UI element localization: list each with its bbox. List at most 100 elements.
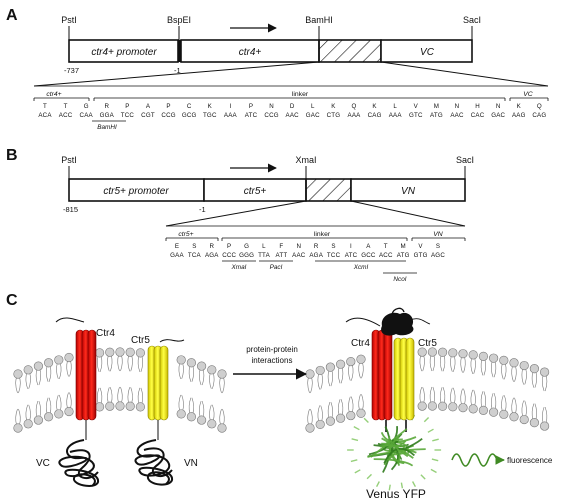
codon: GGA — [100, 112, 115, 119]
pos-minus1-a: -1 — [174, 66, 181, 75]
linker-box-a — [318, 39, 382, 63]
amino-acid: N — [269, 103, 274, 110]
vn-label: VN — [401, 186, 416, 197]
vc-box — [380, 39, 473, 63]
amino-acid: I — [229, 103, 231, 110]
codon: CCC — [222, 252, 236, 259]
amino-acid: P — [125, 103, 129, 110]
amino-acid: K — [208, 103, 213, 110]
ctr5-label-right: Ctr5 — [418, 338, 437, 349]
codon: TCC — [121, 112, 135, 119]
site-psti-a: PstI — [61, 15, 77, 25]
amino-acid: K — [331, 103, 336, 110]
codon: AAC — [292, 252, 306, 259]
amino-acid: S — [331, 243, 335, 250]
site-xmai: XmaI — [295, 155, 316, 165]
venus-yfp-complex — [347, 410, 442, 491]
amino-acid: A — [366, 243, 371, 250]
amino-acid: R — [209, 243, 214, 250]
sequence-a: TACATACCGCAARGGAPTCCACGTPCCGCGCGKTGCIAAA… — [38, 103, 546, 119]
amino-acid: F — [279, 243, 283, 250]
amino-acid: P — [166, 103, 170, 110]
vn-fragment — [134, 439, 173, 486]
codon: ACA — [38, 112, 52, 119]
codon: CAG — [532, 112, 546, 119]
venus-yfp-label: Venus YFP — [366, 487, 426, 501]
codon: ATG — [397, 252, 410, 259]
pos-815: -815 — [63, 205, 78, 214]
seq-b-label-ctr5: ctr5+ — [178, 231, 193, 238]
codon: CCG — [161, 112, 175, 119]
amino-acid: N — [296, 243, 301, 250]
amino-acid: T — [64, 103, 68, 110]
interaction-text-line1: protein-protein — [246, 345, 298, 354]
amino-acid: D — [290, 103, 295, 110]
amino-acid: R — [104, 103, 109, 110]
codon: ATC — [345, 252, 358, 259]
amino-acid: K — [517, 103, 522, 110]
codon: CCG — [264, 112, 278, 119]
amino-acid: N — [496, 103, 501, 110]
codon: ACC — [379, 252, 393, 259]
ctr5-protein-left — [147, 345, 169, 421]
membrane-left — [13, 347, 227, 433]
amino-acid: S — [192, 243, 196, 250]
ctr5-protein-right — [393, 337, 415, 421]
amino-acid: G — [84, 103, 89, 110]
sequence-b: EGAASTCARAGAPCCCGGGGLTTAFATTNAACRAGASTCC… — [170, 243, 445, 259]
ctr4-label-left: Ctr4 — [96, 328, 115, 339]
ctr4-protein-right — [371, 329, 393, 421]
amino-acid: Q — [537, 103, 542, 110]
amino-acid: P — [249, 103, 253, 110]
site-saci-b: SacI — [456, 155, 474, 165]
amino-acid: K — [372, 103, 377, 110]
codon: AGA — [309, 252, 323, 259]
seq-a-label-linker: linker — [292, 91, 309, 98]
ctr5-label: ctr5+ — [244, 186, 267, 197]
seq-a-label-vc: VC — [523, 91, 533, 98]
codon: TTA — [258, 252, 270, 259]
codon: GTC — [409, 112, 423, 119]
codon: AAC — [286, 112, 300, 119]
enzyme-xmai: XmaI — [231, 264, 247, 271]
amino-acid: M — [434, 103, 439, 110]
amino-acid: Q — [351, 103, 356, 110]
codon: ATC — [245, 112, 258, 119]
seq-b-label-linker: linker — [314, 231, 331, 238]
ctr4-promoter-label: ctr4+ promoter — [91, 47, 157, 58]
pos-minus1-b: -1 — [199, 205, 206, 214]
fluorescence-label: fluorescence — [507, 456, 553, 465]
amino-acid: T — [384, 243, 388, 250]
pos-737: -737 — [64, 66, 79, 75]
amino-acid: C — [187, 103, 192, 110]
codon: GCG — [182, 112, 197, 119]
codon: CAC — [471, 112, 485, 119]
codon: GAC — [306, 112, 320, 119]
enzyme-paci: PacI — [270, 264, 283, 271]
ctr4-label: ctr4+ — [239, 47, 262, 58]
codon: AAG — [512, 112, 526, 119]
vc-fragment — [58, 439, 99, 487]
panel-a-letter: A — [6, 7, 18, 24]
enzyme-ncoi: NcoI — [393, 276, 406, 283]
vn-label-c: VN — [184, 458, 198, 469]
amino-acid: E — [175, 243, 179, 250]
codon: AAA — [389, 112, 403, 119]
vn-box — [350, 178, 466, 202]
codon: CAG — [368, 112, 382, 119]
interaction-text-line2: interactions — [252, 356, 293, 365]
codon: CTG — [327, 112, 341, 119]
enzyme-bamhi: BamHI — [97, 124, 117, 131]
amino-acid: L — [262, 243, 266, 250]
amino-acid: R — [314, 243, 319, 250]
amino-acid: N — [455, 103, 460, 110]
codon: GGG — [239, 252, 254, 259]
panel-b-letter: B — [6, 147, 18, 164]
panel-c-letter: C — [6, 292, 18, 309]
amino-acid: H — [475, 103, 480, 110]
codon: GAA — [170, 252, 184, 259]
amino-acid: I — [350, 243, 352, 250]
ctr5-promoter-label: ctr5+ promoter — [103, 186, 169, 197]
amino-acid: L — [311, 103, 315, 110]
